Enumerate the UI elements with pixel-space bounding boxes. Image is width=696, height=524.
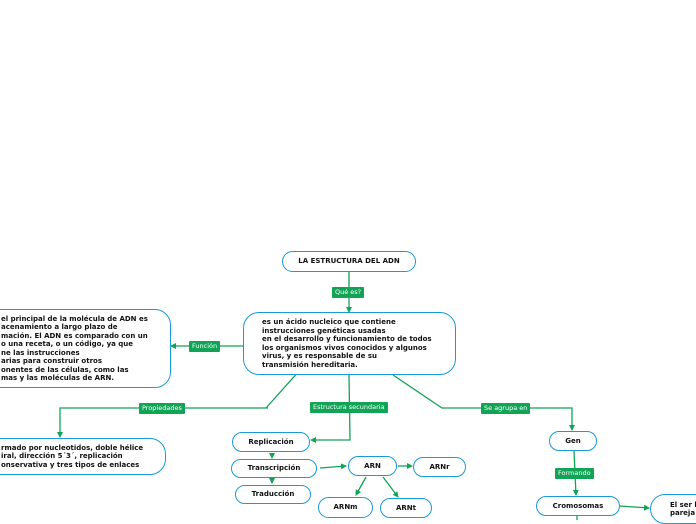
tag-estructura-secundaria[interactable]: Estructura secundaria xyxy=(310,402,388,413)
line-definition-properties-2 xyxy=(265,369,301,409)
line-definition-structure xyxy=(310,374,351,443)
line-arn-arnt xyxy=(382,476,399,498)
function-label: el principal de la molécula de ADN es ac… xyxy=(1,314,148,383)
title-node[interactable]: LA ESTRUCTURA DEL ADN xyxy=(282,251,416,272)
arn-label: ARN xyxy=(364,461,381,470)
cromosomas-label: Cromosomas xyxy=(552,501,604,510)
gen-label: Gen xyxy=(565,436,581,445)
ser-node[interactable]: El ser h pareja xyxy=(650,494,696,524)
tag-se-agrupa-en[interactable]: Se agrupa en xyxy=(481,403,531,414)
traduccion-node[interactable]: Traducción xyxy=(235,485,311,504)
function-node[interactable]: el principal de la molécula de ADN es ac… xyxy=(0,309,171,388)
definition-label: es un ácido nucleico que contiene instru… xyxy=(262,318,432,369)
arnr-label: ARNr xyxy=(429,462,450,471)
properties-label: rmado por nucleotidos, doble hélice iral… xyxy=(1,443,144,469)
cromosomas-node[interactable]: Cromosomas xyxy=(536,496,620,516)
replicacion-node[interactable]: Replicación xyxy=(232,432,310,452)
gen-node[interactable]: Gen xyxy=(549,431,597,451)
arnm-label: ARNm xyxy=(333,503,358,512)
line-cromosomas-ser xyxy=(619,504,650,511)
line-definition-properties xyxy=(57,407,268,438)
ser-label: El ser h pareja xyxy=(670,500,696,518)
tag-propiedades[interactable]: Propiedades xyxy=(139,403,185,414)
arnt-node[interactable]: ARNt xyxy=(380,498,432,518)
arnt-label: ARNt xyxy=(395,503,416,512)
traduccion-label: Traducción xyxy=(251,490,295,499)
tag-formando[interactable]: Formando xyxy=(555,468,594,479)
replicacion-label: Replicación xyxy=(248,437,294,446)
properties-node[interactable]: rmado por nucleotidos, doble hélice iral… xyxy=(0,438,166,475)
tag-que-es[interactable]: Qué es? xyxy=(332,287,365,298)
transcripcion-label: Transcripción xyxy=(247,464,301,473)
transcripcion-node[interactable]: Transcripción xyxy=(231,459,317,478)
title-label: LA ESTRUCTURA DEL ADN xyxy=(298,257,400,266)
definition-node[interactable]: es un ácido nucleico que contiene instru… xyxy=(243,312,456,375)
line-arn-arnm xyxy=(355,476,367,496)
arnm-node[interactable]: ARNm xyxy=(318,497,373,518)
line-transcripcion-arn xyxy=(319,463,347,470)
tag-funcion[interactable]: Función xyxy=(189,341,221,352)
arnr-node[interactable]: ARNr xyxy=(413,457,466,477)
arn-node[interactable]: ARN xyxy=(348,456,397,476)
